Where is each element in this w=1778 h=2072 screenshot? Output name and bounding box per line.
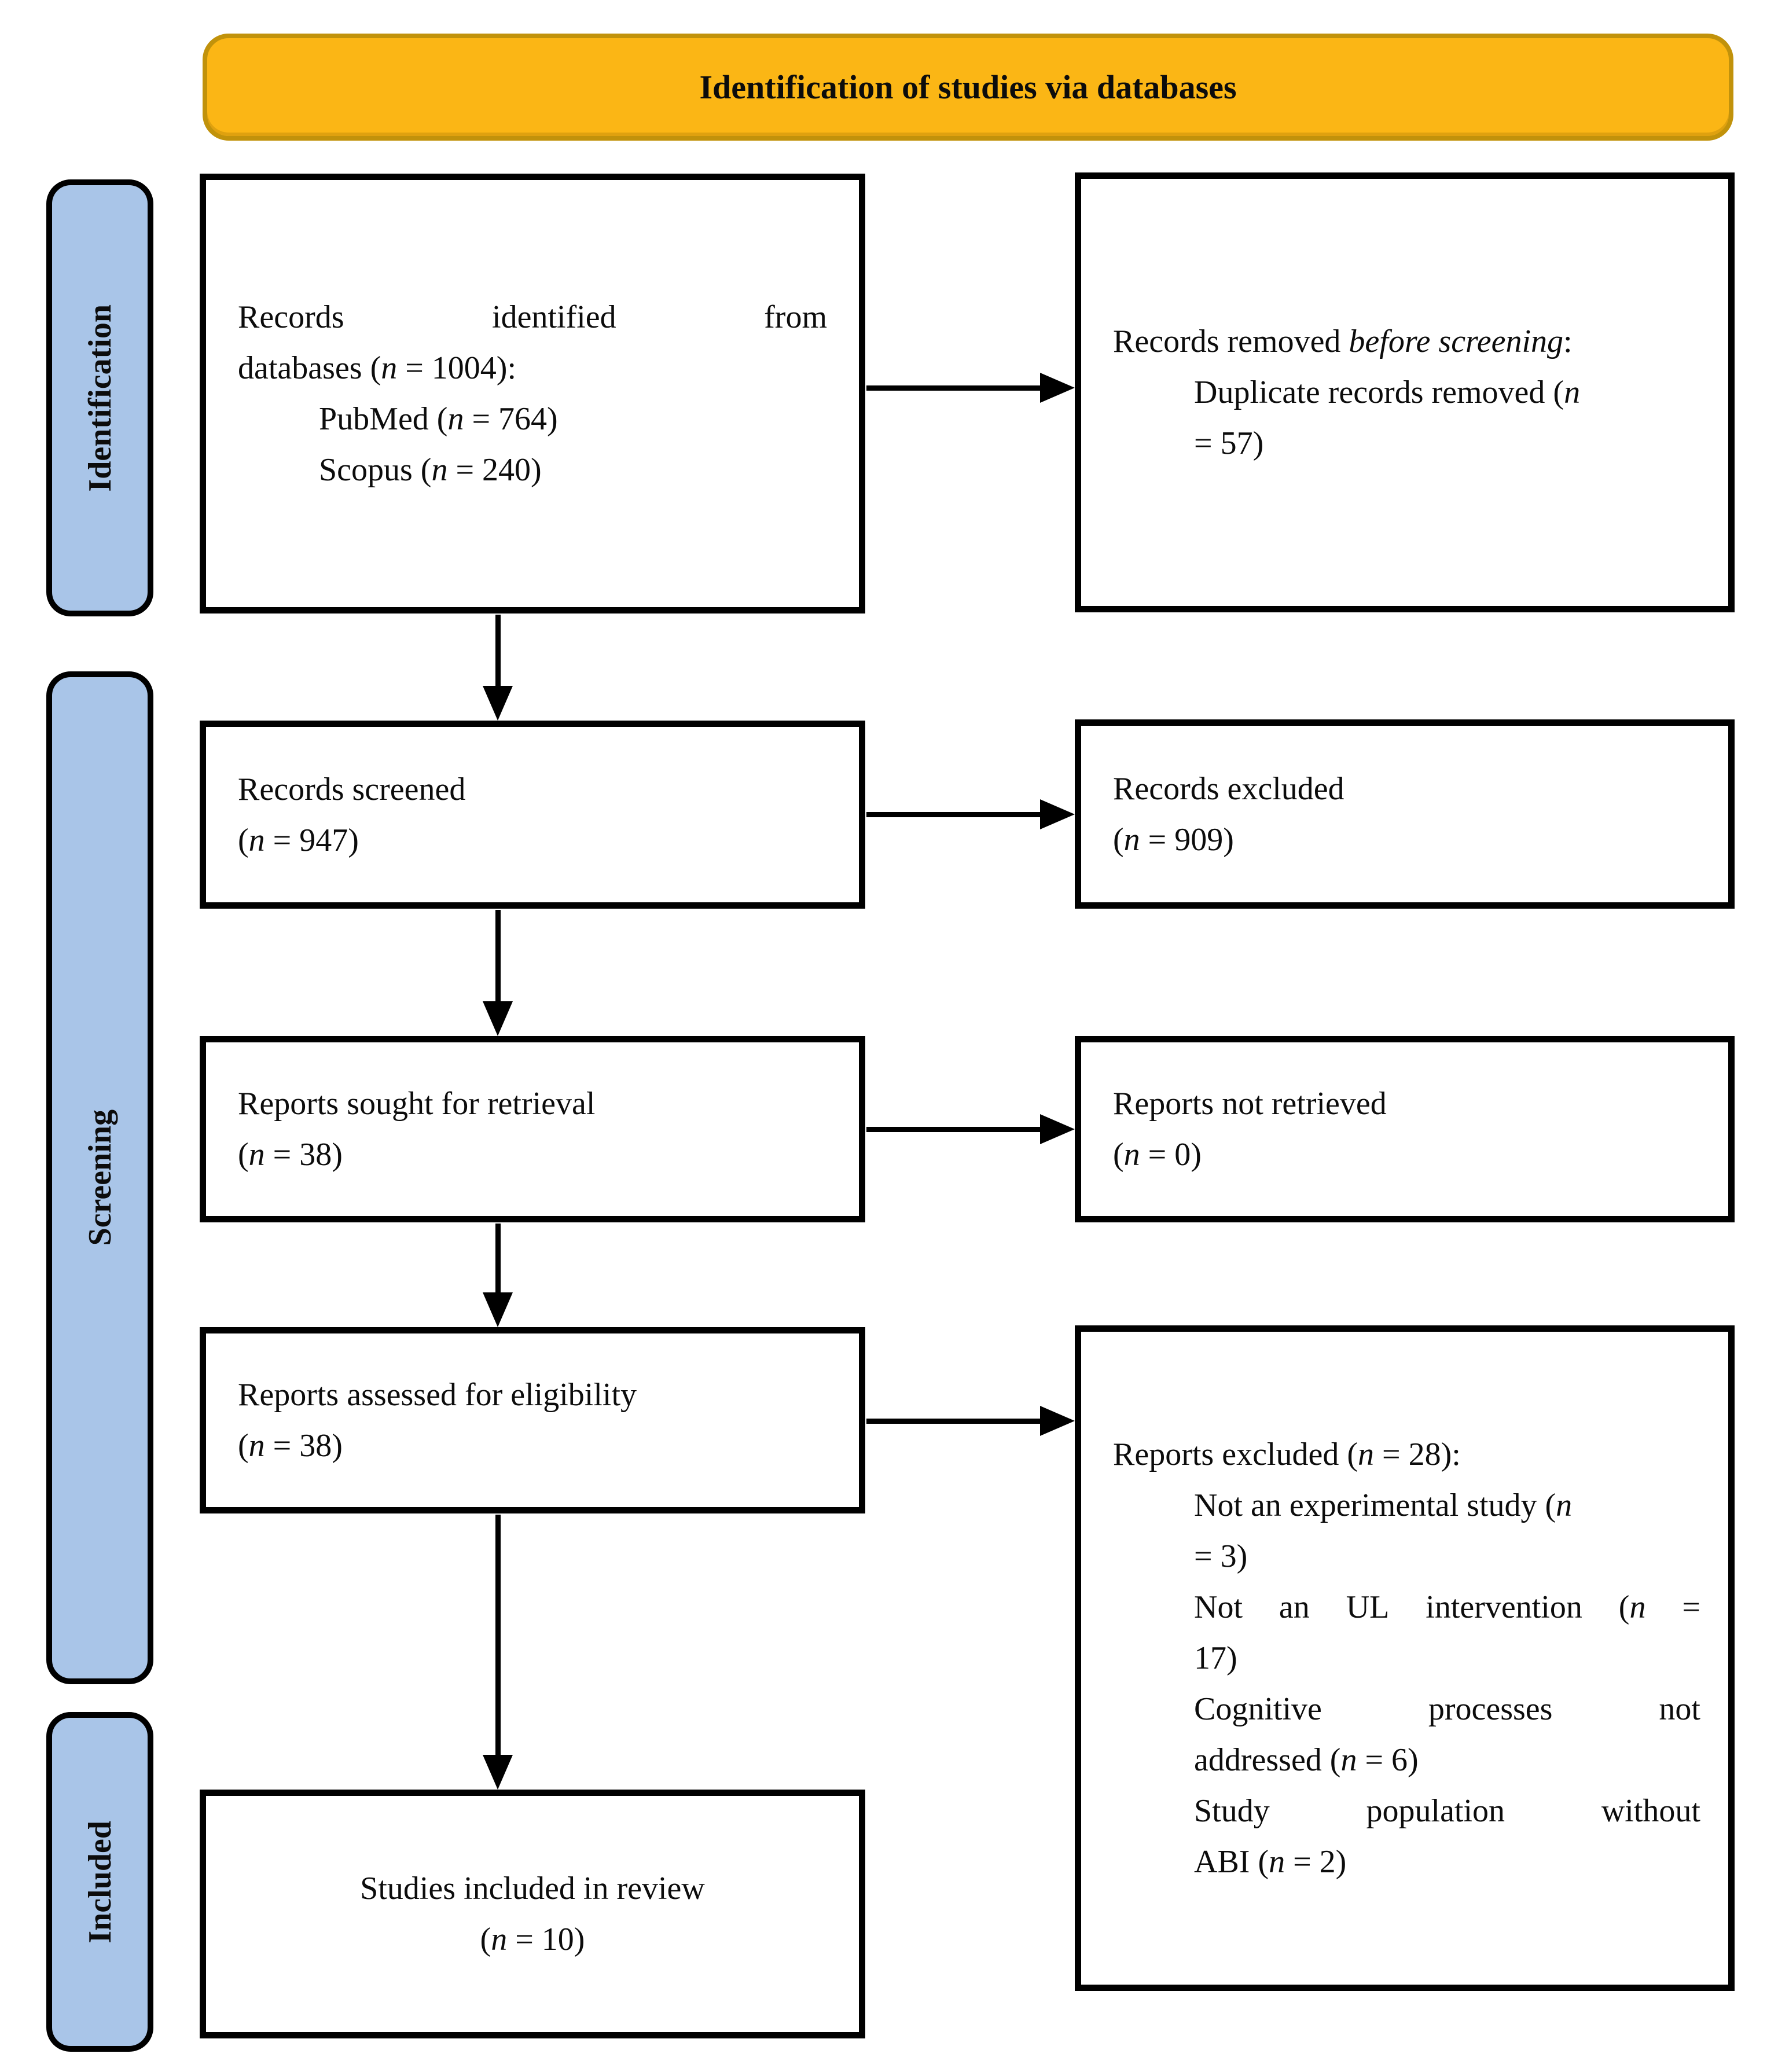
text-line: Not an experimental study (n <box>1194 1487 1573 1523</box>
stage-label-text: Included <box>82 1820 118 1944</box>
box-reports-sought: Reports sought for retrieval (n = 38) <box>200 1036 865 1222</box>
text-line: Records removed before screening: <box>1113 324 1573 359</box>
text-line: = 57) <box>1194 425 1264 461</box>
text-line: (n = 10) <box>480 1922 585 1957</box>
arrow-head-down-icon <box>483 1755 513 1790</box>
text-line: Reports assessed for eligibility <box>238 1377 637 1413</box>
text-line: 17) <box>1194 1640 1237 1676</box>
arrow-head-right-icon <box>1040 1406 1075 1436</box>
arrow-assessed-to-included <box>483 1515 513 1790</box>
arrow-head-right-icon <box>1040 1114 1075 1144</box>
diagram-title-banner: Identification of studies via databases <box>203 34 1733 141</box>
arrow-identified-to-removed <box>866 373 1075 403</box>
arrow-screened-to-excluded <box>866 799 1075 829</box>
text-line: Records excluded <box>1113 770 1344 807</box>
arrow-assessed-to-reports-excluded <box>866 1406 1075 1436</box>
text-line: Reports excluded (n = 28): <box>1113 1437 1461 1472</box>
box-records-screened: Records screened (n = 947) <box>200 721 865 909</box>
arrow-sought-to-assessed <box>483 1224 513 1327</box>
text-line: Records screened <box>238 771 466 807</box>
arrow-shaft <box>866 385 1040 391</box>
box-reports-excluded: Reports excluded (n = 28): Not an experi… <box>1075 1325 1735 1991</box>
arrow-head-down-icon <box>483 686 513 721</box>
arrow-shaft <box>495 615 501 686</box>
box-records-removed: Records removed before screening: Duplic… <box>1075 172 1735 612</box>
text-line: Reports sought for retrieval <box>238 1086 596 1122</box>
text-line: (n = 0) <box>1113 1137 1202 1173</box>
text-line: ABI (n = 2) <box>1194 1844 1347 1880</box>
arrow-identified-to-screened <box>483 615 513 721</box>
text-line: = 3) <box>1194 1538 1248 1574</box>
text-line: Reports not retrieved <box>1113 1086 1387 1122</box>
diagram-title: Identification of studies via databases <box>699 68 1237 106</box>
stage-label-screening: Screening <box>46 671 153 1684</box>
arrow-shaft <box>866 1126 1040 1132</box>
stage-label-text: Identification <box>82 304 118 492</box>
arrow-head-down-icon <box>483 1292 513 1327</box>
text-line: databases (n = 1004): <box>238 350 517 386</box>
text-line: (n = 947) <box>238 822 359 858</box>
arrow-sought-to-not-retrieved <box>866 1114 1075 1144</box>
text-line: PubMed (n = 764) <box>319 401 558 437</box>
stage-label-identification: Identification <box>46 179 153 616</box>
arrow-shaft <box>866 1418 1040 1424</box>
text-line: Scopus (n = 240) <box>319 452 542 488</box>
box-records-excluded: Records excluded (n = 909) <box>1075 719 1735 909</box>
text-line: (n = 909) <box>1113 821 1234 858</box>
box-studies-included: Studies included in review (n = 10) <box>200 1790 865 2038</box>
arrow-head-right-icon <box>1040 799 1075 829</box>
arrow-head-down-icon <box>483 1001 513 1036</box>
text-line: Studies included in review <box>360 1871 705 1906</box>
text-line: (n = 38) <box>238 1428 343 1464</box>
arrow-shaft <box>495 910 501 1001</box>
box-reports-assessed: Reports assessed for eligibility (n = 38… <box>200 1327 865 1513</box>
text-line: (n = 38) <box>238 1137 343 1173</box>
arrow-screened-to-sought <box>483 910 513 1036</box>
text-line: Duplicate records removed (n <box>1194 374 1581 410</box>
box-reports-not-retrieved: Reports not retrieved (n = 0) <box>1075 1036 1735 1222</box>
arrow-head-right-icon <box>1040 373 1075 403</box>
stage-label-included: Included <box>46 1712 153 2052</box>
arrow-shaft <box>495 1224 501 1292</box>
text-line: addressed (n = 6) <box>1194 1742 1419 1778</box>
arrow-shaft <box>495 1515 501 1755</box>
stage-label-text: Screening <box>82 1110 118 1246</box>
arrow-shaft <box>866 811 1040 817</box>
